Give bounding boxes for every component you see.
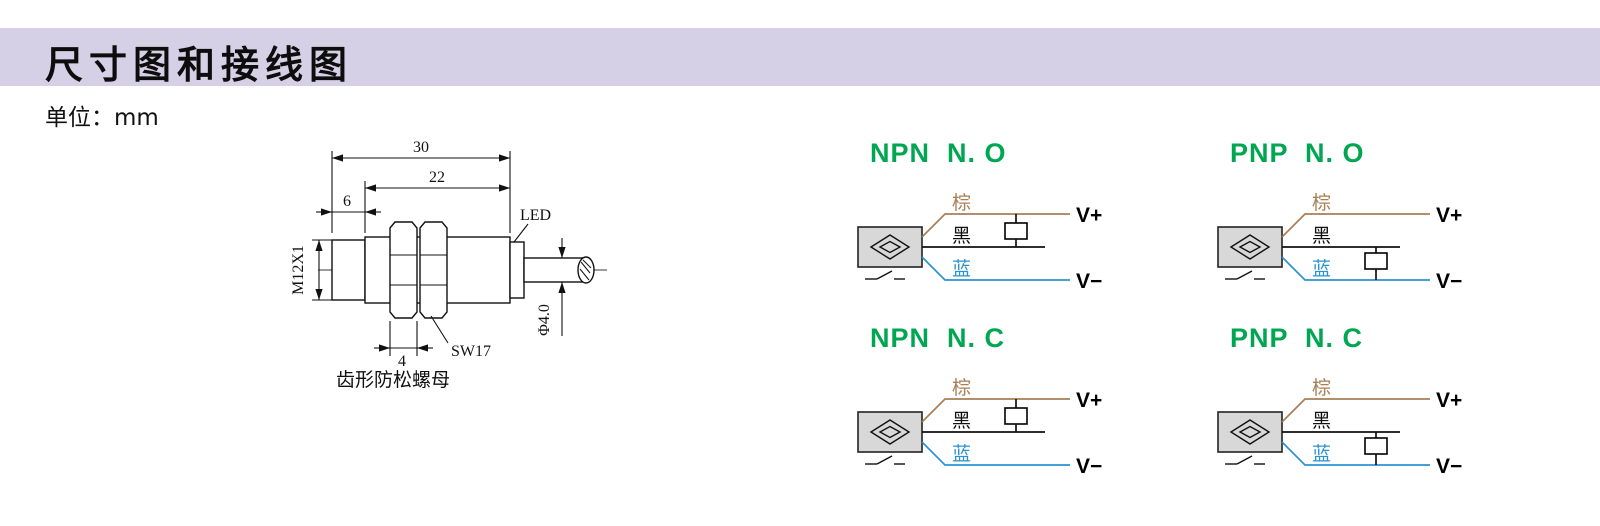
vplus-label: V+ — [1076, 389, 1102, 412]
wiring-title-npn-nc: NPN N. C — [870, 323, 1006, 353]
wrench-size-label: SW17 — [451, 343, 491, 360]
load-resistor — [1364, 247, 1388, 280]
vminus-label: V− — [1076, 455, 1102, 478]
dim-front-length: 6 — [343, 193, 351, 210]
blue-wire — [921, 441, 1070, 466]
led-label: LED — [520, 207, 551, 224]
brown-wire — [1281, 398, 1430, 423]
wiring-title-npn-no: NPN N. O — [870, 138, 1007, 168]
led-leader — [513, 223, 529, 243]
blue-wire-label: 蓝 — [952, 443, 971, 465]
black-wire-label: 黑 — [1312, 410, 1331, 432]
load-resistor — [1364, 432, 1388, 465]
vminus-label: V− — [1076, 270, 1102, 293]
circuit-npn-no: 棕 黑 蓝 V+ V− — [857, 192, 1102, 293]
brown-wire-label: 棕 — [952, 377, 971, 399]
thread-spec-label: M12X1 — [290, 245, 307, 295]
sw17-leader — [430, 315, 449, 344]
blue-wire — [1281, 441, 1430, 466]
cable-diameter-label: Φ4.0 — [536, 304, 553, 336]
wiring-diagram-pnp-no: PNP N. O 棕 黑 蓝 V+ V− — [1215, 138, 1515, 341]
wiring-title-pnp-no: PNP N. O — [1230, 138, 1365, 168]
sensor-body — [331, 221, 595, 319]
brown-wire-label: 棕 — [1312, 192, 1331, 214]
section-title: 尺寸图和接线图 — [45, 43, 354, 87]
blue-wire-label: 蓝 — [1312, 258, 1331, 280]
wiring-title-pnp-nc: PNP N. C — [1230, 323, 1364, 353]
blue-wire-label: 蓝 — [1312, 443, 1331, 465]
brown-wire — [1281, 213, 1430, 238]
sensor-symbol — [1217, 411, 1283, 453]
vplus-label: V+ — [1436, 389, 1462, 412]
dimension-drawing: 30 22 6 M12X1 LED SW17 4 Φ4.0 齿形防松螺母 — [290, 139, 610, 391]
section-header-bar: 尺寸图和接线图 — [0, 28, 1600, 87]
wiring-diagram-npn-no: NPN N. O 棕 黑 蓝 V+ V− — [855, 138, 1155, 341]
dimension-lines — [312, 151, 566, 356]
circuit-npn-nc: 棕 黑 蓝 V+ V− — [857, 377, 1102, 478]
wiring-diagram-pnp-nc: PNP N. C 棕 黑 蓝 V+ V− — [1215, 323, 1515, 526]
brown-wire-label: 棕 — [1312, 377, 1331, 399]
dim-nut-width: 4 — [398, 353, 406, 370]
nut-caption: 齿形防松螺母 — [336, 369, 450, 391]
black-wire-label: 黑 — [952, 410, 971, 432]
vplus-label: V+ — [1436, 204, 1462, 227]
vplus-label: V+ — [1076, 204, 1102, 227]
sensor-symbol — [857, 226, 923, 268]
switch-symbol — [1225, 270, 1265, 280]
blue-wire-label: 蓝 — [952, 258, 971, 280]
cable — [523, 257, 587, 283]
dimension-texts: 30 22 6 M12X1 LED SW17 4 Φ4.0 齿形防松螺母 — [290, 139, 553, 391]
brown-wire-label: 棕 — [952, 192, 971, 214]
circuit-pnp-no: 棕 黑 蓝 V+ V− — [1217, 192, 1462, 293]
switch-symbol — [1225, 455, 1265, 465]
load-resistor — [1004, 399, 1028, 432]
load-resistor — [1004, 214, 1028, 247]
dim-total-length: 30 — [413, 139, 429, 156]
vminus-label: V− — [1436, 270, 1462, 293]
sensor-symbol — [1217, 226, 1283, 268]
blue-wire — [921, 256, 1070, 281]
circuit-pnp-nc: 棕 黑 蓝 V+ V− — [1217, 377, 1462, 478]
blue-wire — [1281, 256, 1430, 281]
brown-wire — [921, 398, 1070, 423]
brown-wire — [921, 213, 1070, 238]
switch-symbol — [865, 270, 905, 280]
sensor-symbol — [857, 411, 923, 453]
wiring-diagram-npn-nc: NPN N. C 棕 黑 蓝 V+ V− — [855, 323, 1155, 526]
unit-label: 单位：mm — [45, 105, 159, 131]
black-wire-label: 黑 — [952, 225, 971, 247]
black-wire-label: 黑 — [1312, 225, 1331, 247]
vminus-label: V− — [1436, 455, 1462, 478]
dim-thread-length: 22 — [429, 169, 445, 186]
switch-symbol — [865, 455, 905, 465]
